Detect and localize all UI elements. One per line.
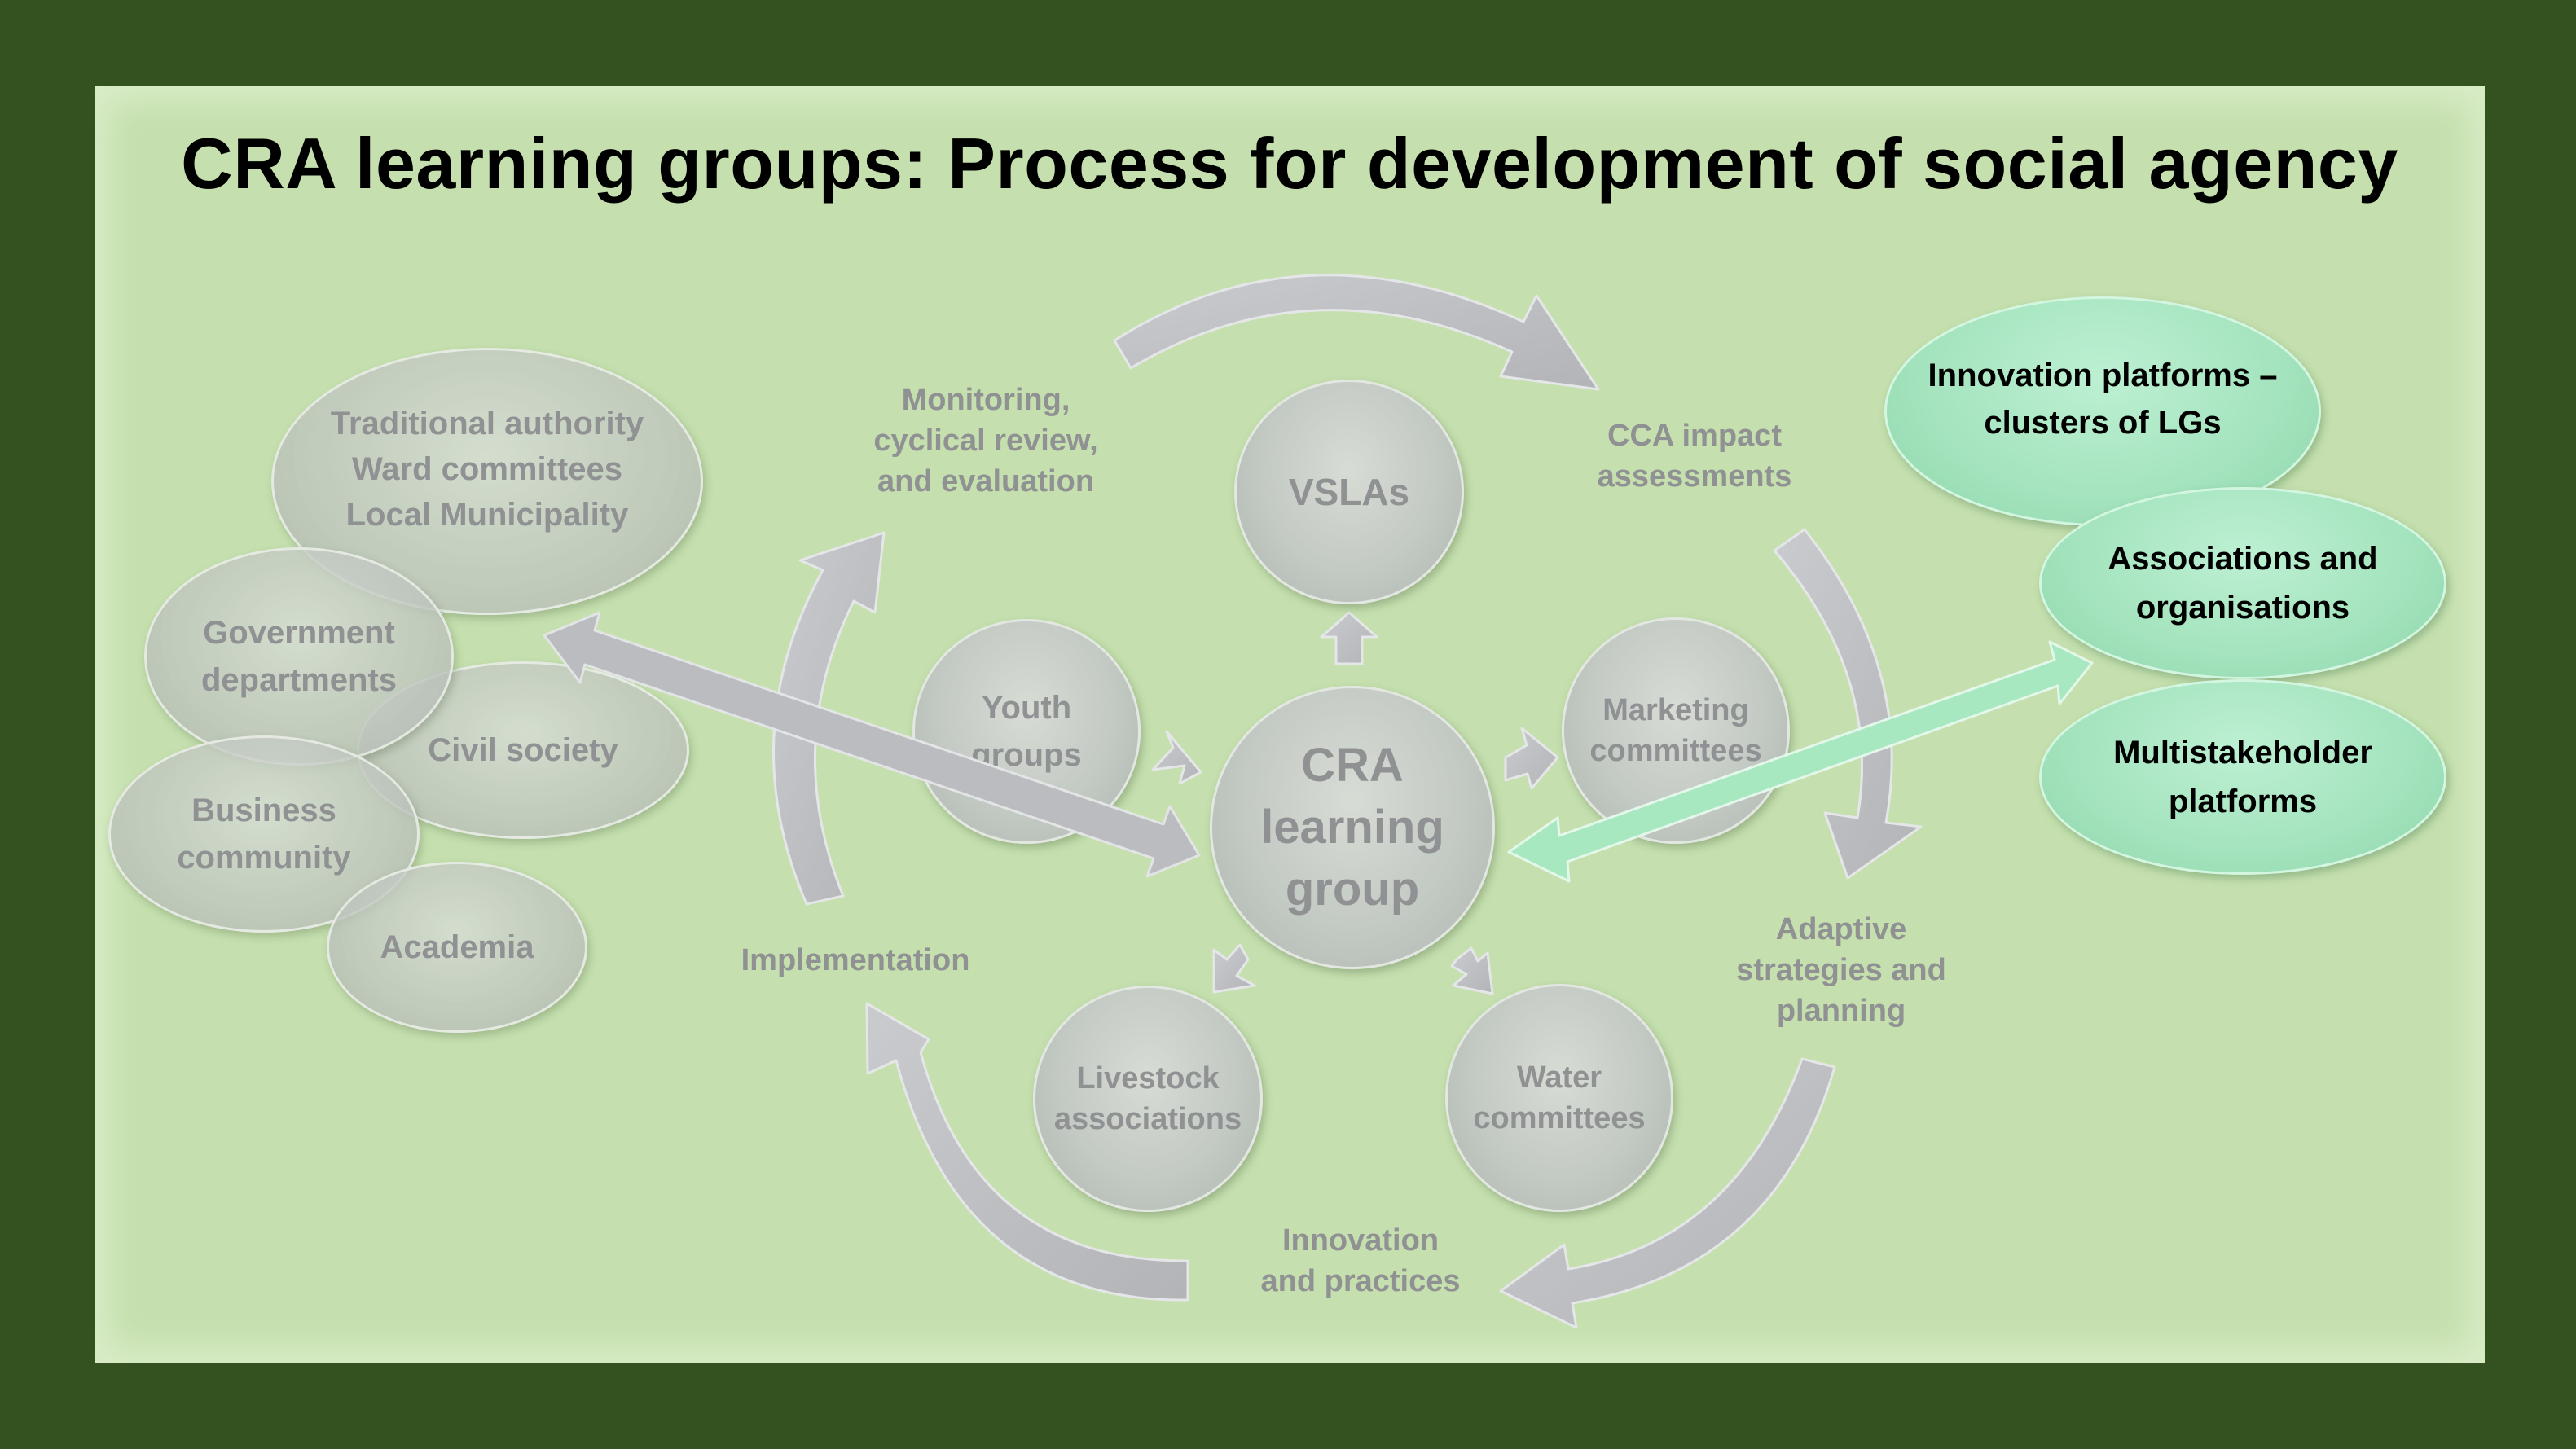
platform-multistakeholder: Multistakeholder platforms [2039,679,2446,875]
diagram-title: CRA learning groups: Process for develop… [181,123,2398,204]
stakeholder-connector-arrow [543,611,1201,878]
stakeholder-traditional-authority-label: Traditional authority Ward committees Lo… [330,406,644,533]
radial-arrow-downleft [1212,943,1256,994]
cycle-label-adaptive: Adaptive strategies and planning [1736,912,1946,1028]
platform-innovation: Innovation platforms – clusters of LGs [1884,296,2321,526]
cycle-label-innovation: Innovation and practices [1260,1223,1461,1298]
cycle-arrow-bottom-right [1499,1057,1836,1329]
radial-arrow-upleft [1151,730,1202,785]
cycle-arrow-top [1113,274,1600,391]
center-cra-learning-group: CRA learning group [1210,686,1495,969]
cycle-label-cca: CCA impact assessments [1597,419,1792,494]
group-marketing-committees-label: Marketing committees [1589,693,1762,768]
platform-associations: Associations and organisations [2039,487,2446,679]
group-livestock-associations: Livestock associations [1033,986,1263,1212]
stakeholder-government-departments: Government departments [144,547,454,766]
stakeholder-government-departments-label: Government departments [200,615,398,698]
platform-associations-label: Associations and organisations [2108,541,2378,626]
group-water-committees: Water committees [1445,984,1673,1212]
radial-arrow-downright [1450,946,1494,995]
group-livestock-associations-label: Livestock associations [1053,1061,1242,1136]
cycle-arrow-bottom-left [865,1002,1189,1302]
platform-multistakeholder-label: Multistakeholder platforms [2113,735,2372,819]
cycle-arrow-left [772,531,886,906]
stakeholder-business-community-label: Business community [177,793,351,876]
cycle-label-implementation: Implementation [741,943,970,977]
group-youth-label: Youth groups [971,690,1082,773]
group-vslas: VSLAs [1234,380,1464,604]
radial-arrow-up [1320,611,1378,665]
platform-innovation-label: Innovation platforms – clusters of LGs [1928,358,2278,441]
group-water-committees-label: Water committees [1473,1060,1646,1135]
stakeholder-academia-label: Academia [380,929,534,965]
cycle-arrow-right [1773,528,1923,880]
stakeholder-civil-society-label: Civil society [428,731,618,768]
cycle-label-monitoring: Monitoring, cyclical review, and evaluat… [873,383,1098,498]
stakeholder-academia: Academia [327,862,587,1033]
platform-connector-arrow [1507,640,2094,883]
center-cra-learning-group-label: CRA learning group [1260,739,1444,916]
group-vslas-label: VSLAs [1288,471,1410,513]
radial-arrow-upright [1504,727,1559,790]
